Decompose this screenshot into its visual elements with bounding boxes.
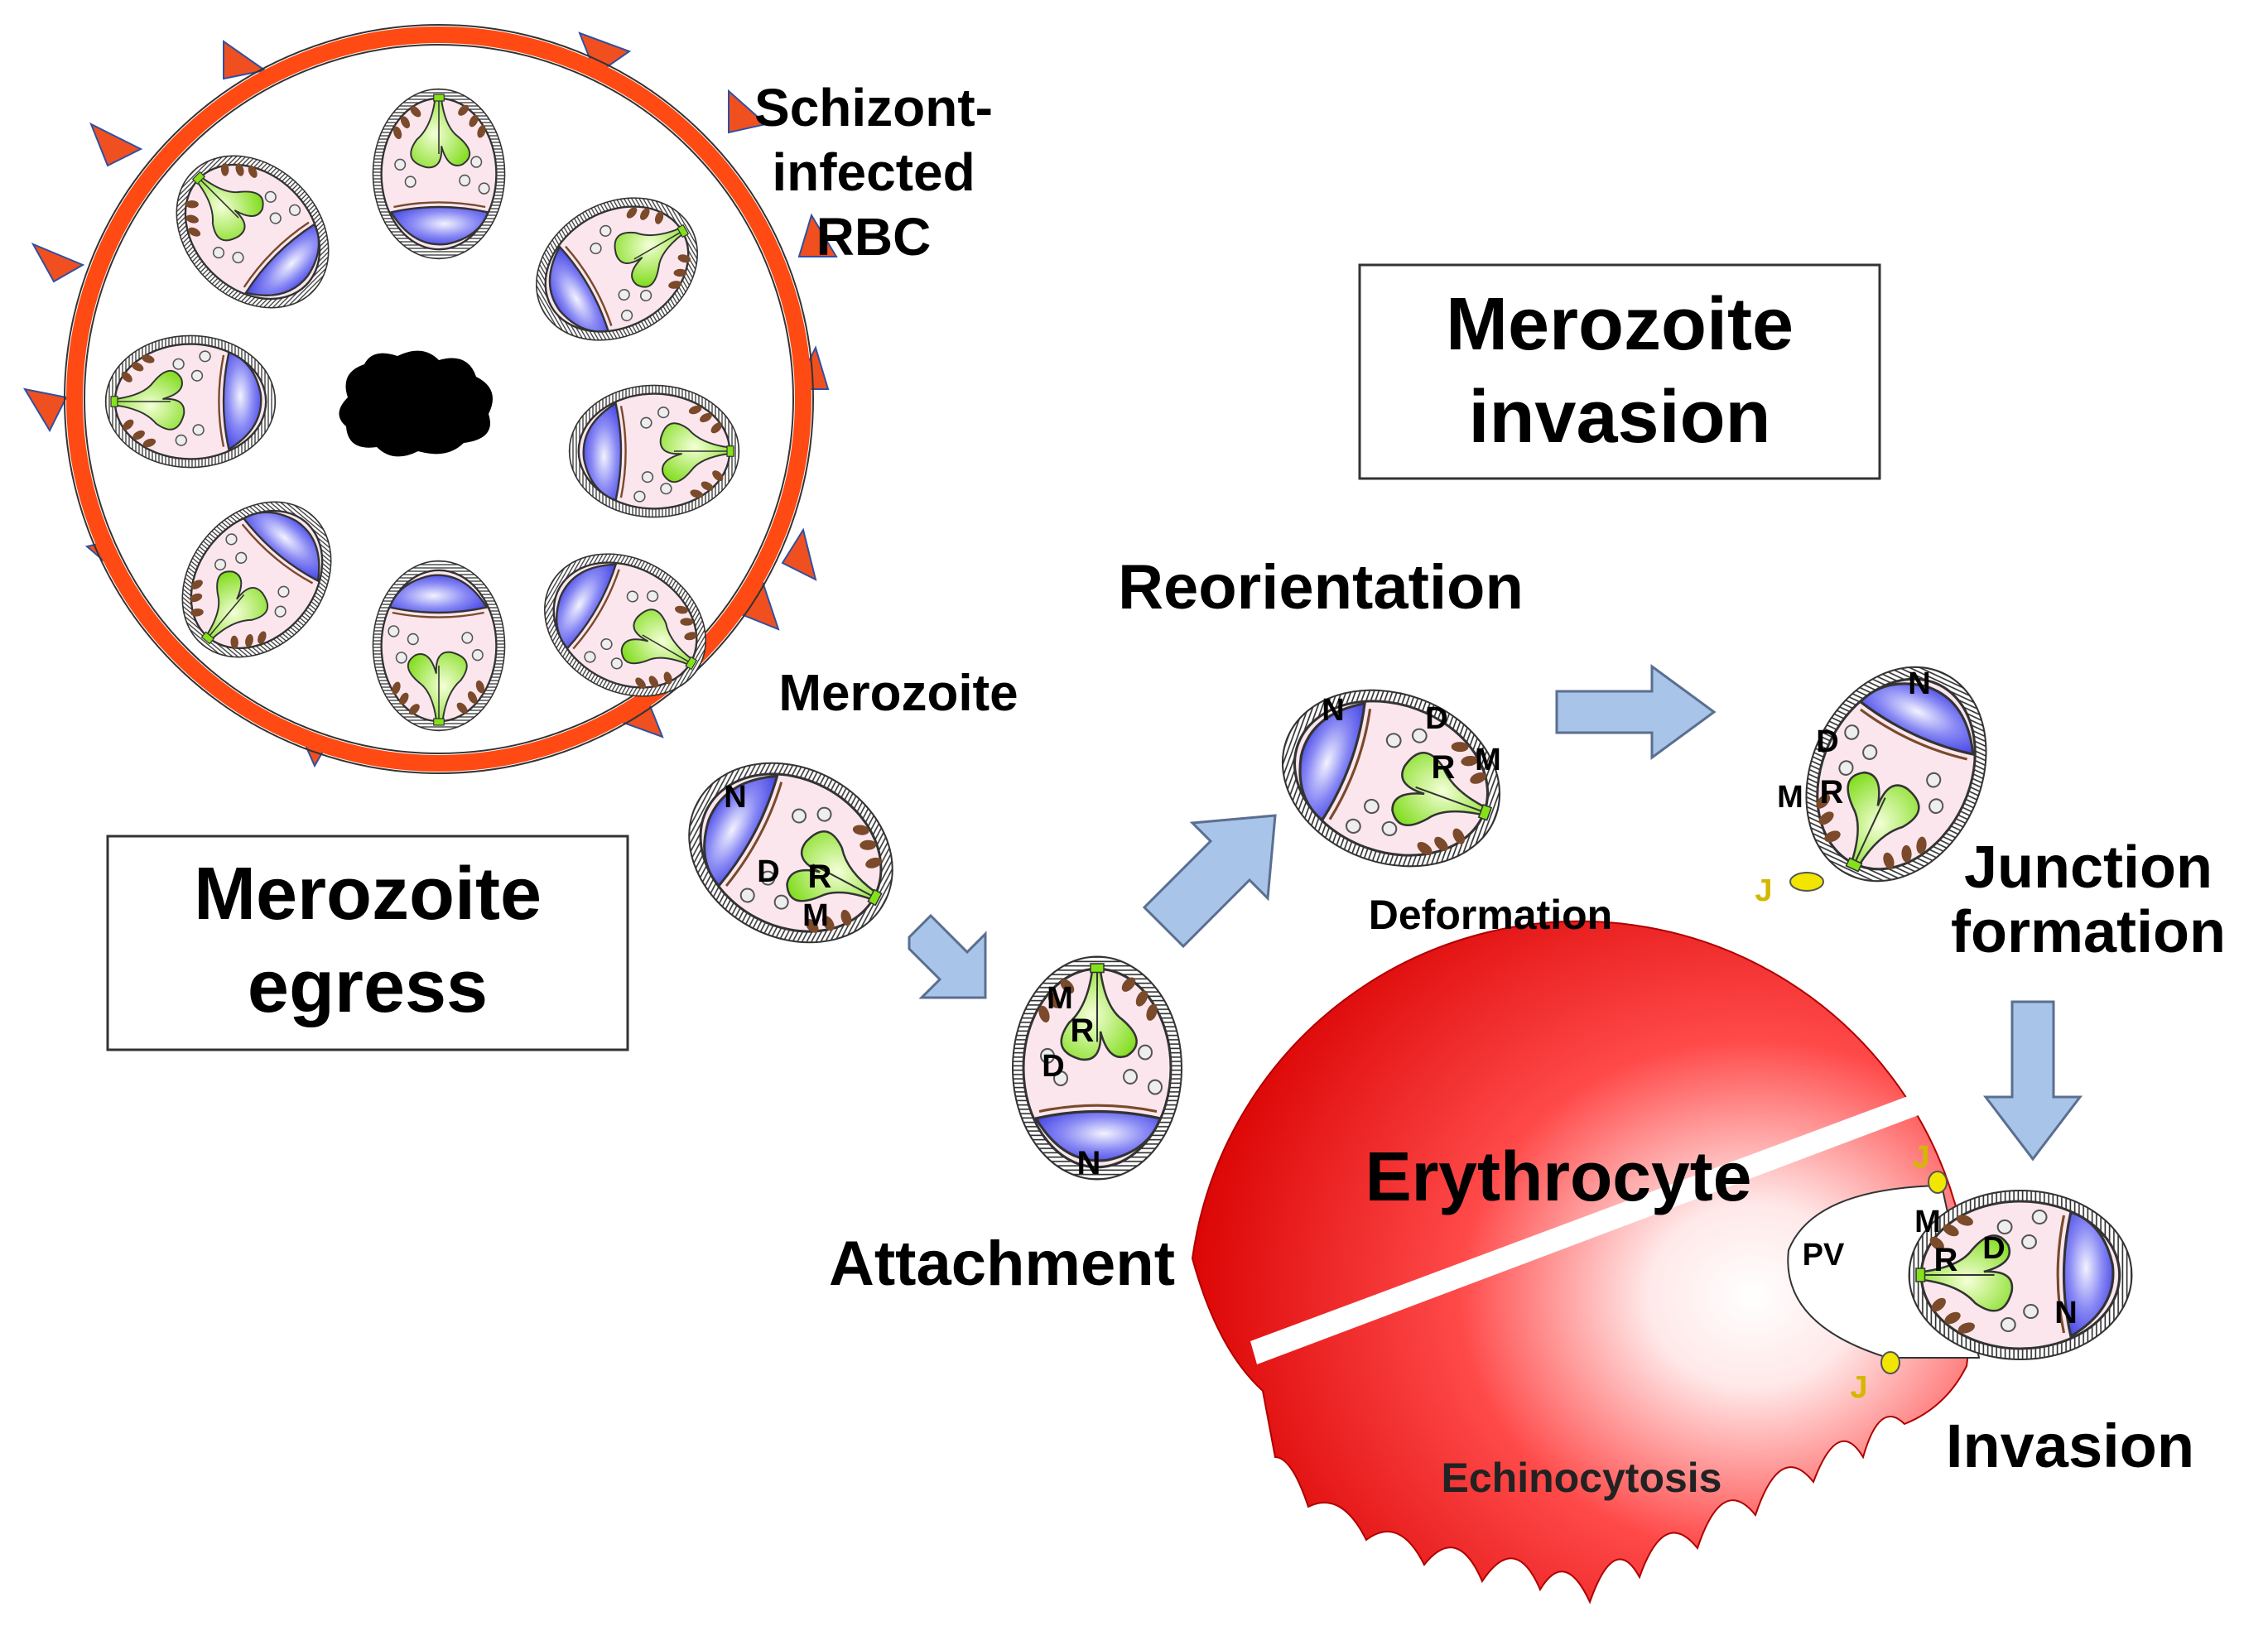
invasion-label: Invasion bbox=[1946, 1412, 2194, 1480]
attach-dense-label: D bbox=[1042, 1049, 1064, 1084]
junction-icon bbox=[1880, 1351, 1900, 1374]
junction-nucleus-label: N bbox=[1908, 666, 1930, 701]
junction-rhoptry-label: R bbox=[1820, 774, 1844, 811]
schizont-infected-rbc bbox=[22, 24, 838, 774]
invasion-pv-label: PV bbox=[1803, 1238, 1845, 1272]
invasion-nucleus-label: N bbox=[2054, 1296, 2077, 1330]
schizont-merozoite bbox=[568, 384, 740, 518]
free-merozoite bbox=[656, 727, 926, 979]
egress-box-line-1: Merozoite bbox=[194, 853, 542, 936]
erythrocyte-label: Erythrocyte bbox=[1365, 1138, 1752, 1215]
attach-rhoptry-label: R bbox=[1071, 1013, 1095, 1049]
junction-dense-label: D bbox=[1816, 724, 1838, 759]
reorient-nucleus-label: N bbox=[1322, 693, 1344, 728]
schizont-merozoite bbox=[104, 334, 277, 469]
invasion-box-line-1: Merozoite bbox=[1446, 283, 1794, 366]
junction-j-label: J bbox=[1755, 873, 1772, 908]
reorientation-label: Reorientation bbox=[1118, 552, 1524, 623]
arrow-to-invasion bbox=[1982, 1000, 2083, 1162]
arrows bbox=[908, 664, 2083, 1162]
invasion-dense-label: D bbox=[1982, 1231, 2005, 1266]
arrow-to-attachment bbox=[908, 913, 987, 999]
junction-label-2: formation bbox=[1951, 899, 2226, 965]
reorient-dense-label: D bbox=[1425, 701, 1447, 736]
schizont-label-3: RBC bbox=[816, 207, 932, 267]
invading-merozoite bbox=[1787, 1171, 2133, 1374]
egress-box: Merozoite egress bbox=[106, 835, 629, 1051]
schizont-label-2: infected bbox=[772, 142, 975, 202]
invasion-box: Merozoite invasion bbox=[1358, 263, 1881, 480]
attachment-label: Attachment bbox=[829, 1229, 1175, 1299]
reorient-microneme-label: M bbox=[1475, 743, 1501, 777]
attach-microneme-label: M bbox=[1047, 981, 1073, 1016]
junction-label-1: Junction bbox=[1964, 835, 2213, 901]
free-microneme-label: M bbox=[802, 898, 829, 933]
schizont-merozoite bbox=[372, 560, 506, 732]
junction-icon bbox=[1928, 1171, 1948, 1194]
merozoite-label: Merozoite bbox=[778, 665, 1018, 722]
junction-microneme-label: M bbox=[1777, 780, 1803, 815]
free-nucleus-label: N bbox=[724, 780, 746, 815]
reoriented-merozoite bbox=[1256, 659, 1526, 897]
attach-nucleus-label: N bbox=[1077, 1145, 1101, 1181]
hemozoin-icon bbox=[339, 350, 493, 457]
invasion-j-label-bottom: J bbox=[1850, 1370, 1867, 1405]
egress-box-line-2: egress bbox=[248, 945, 488, 1028]
invasion-j-label-top: J bbox=[1912, 1140, 1929, 1175]
junction-icon bbox=[1789, 872, 1824, 892]
invasion-box-line-2: invasion bbox=[1468, 376, 1770, 459]
arrow-to-reorientation bbox=[1142, 814, 1277, 949]
echinocytosis-label: Echinocytosis bbox=[1442, 1455, 1722, 1501]
free-dense-label: D bbox=[757, 854, 779, 889]
free-rhoptry-label: R bbox=[808, 859, 832, 895]
schizont-label-1: Schizont- bbox=[754, 78, 993, 137]
deformation-label: Deformation bbox=[1369, 892, 1612, 938]
erythrocyte-body bbox=[1191, 921, 1972, 1604]
arrow-to-junction bbox=[1555, 664, 1717, 760]
erythrocyte bbox=[1191, 921, 1972, 1604]
erythrocyte-cut bbox=[1250, 1080, 1956, 1364]
invasion-microneme-label: M bbox=[1914, 1205, 1941, 1239]
schizont-merozoite bbox=[372, 88, 506, 260]
reorient-rhoptry-label: R bbox=[1432, 749, 1456, 786]
invasion-rhoptry-label: R bbox=[1934, 1242, 1958, 1278]
